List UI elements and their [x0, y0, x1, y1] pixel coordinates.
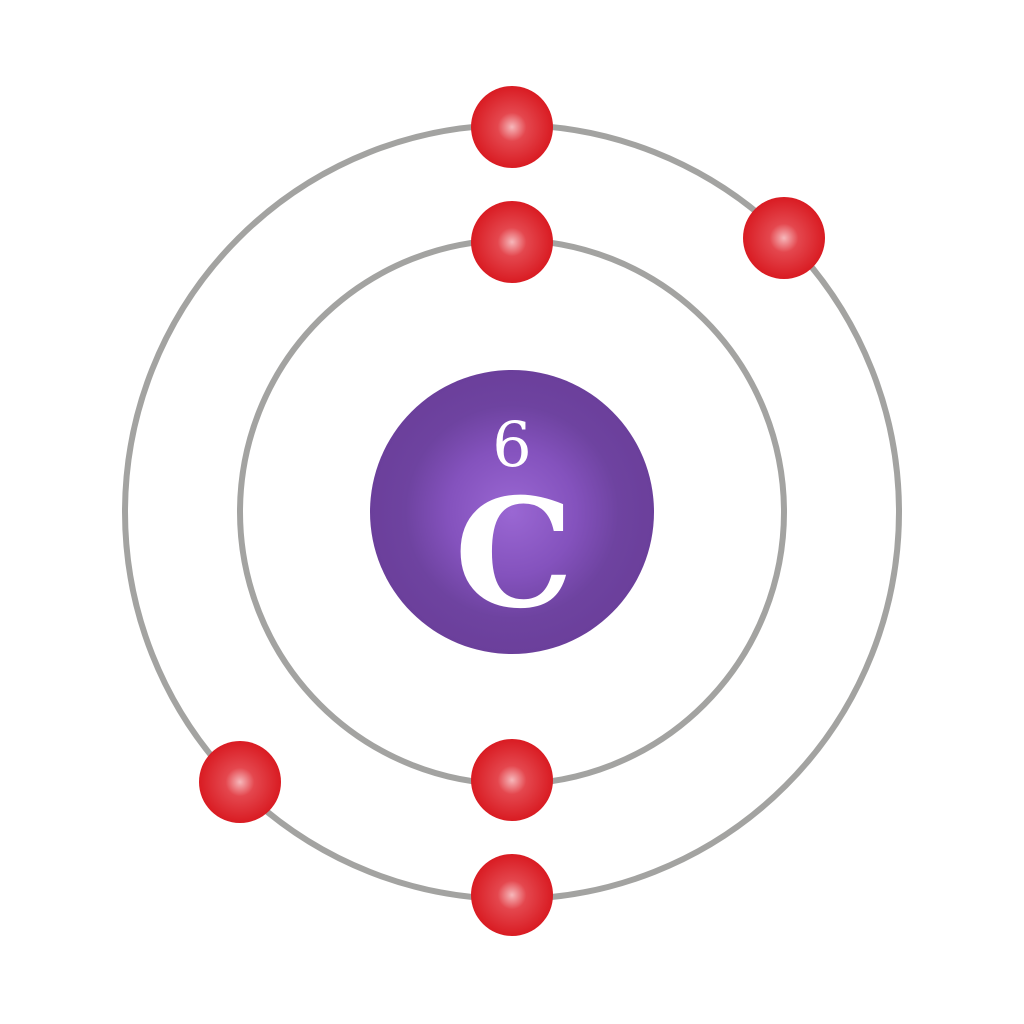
electron — [471, 86, 553, 168]
atomic-number: 6 — [492, 408, 531, 481]
element-symbol: C — [454, 466, 573, 642]
outer-shell-electrons — [199, 86, 825, 936]
electron — [471, 854, 553, 936]
inner-shell-electrons — [471, 201, 553, 821]
nucleus-circle — [370, 370, 654, 654]
electron — [471, 739, 553, 821]
nucleus: 6 C — [370, 370, 654, 654]
electron — [471, 201, 553, 283]
electron — [199, 741, 281, 823]
electron — [743, 197, 825, 279]
